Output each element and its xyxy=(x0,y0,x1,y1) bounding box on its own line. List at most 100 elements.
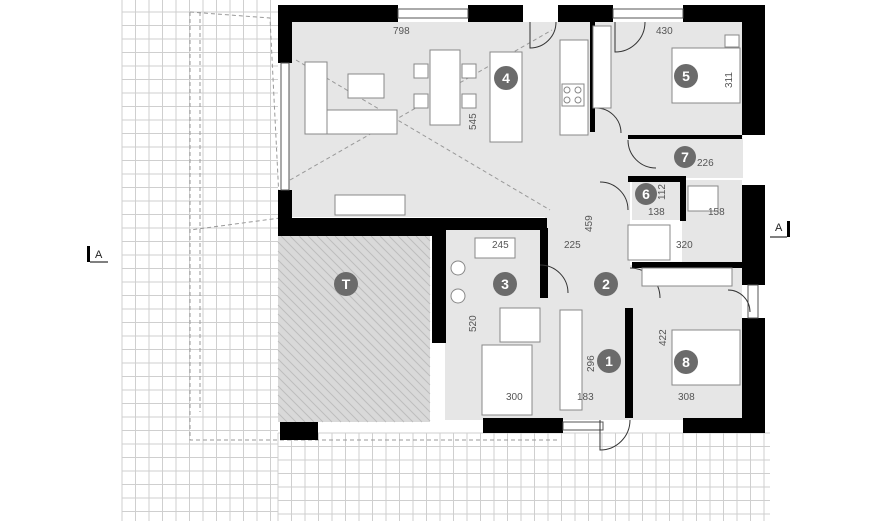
wall-bottom-left xyxy=(483,418,563,433)
terrace xyxy=(277,235,431,423)
hall-floor xyxy=(545,130,630,420)
windows xyxy=(280,8,759,431)
dim-245: 245 xyxy=(492,240,509,251)
wall-bed8-partition xyxy=(625,308,633,418)
burner-4 xyxy=(574,96,582,104)
wall-right-lower xyxy=(742,185,765,285)
chair-4 xyxy=(461,93,477,109)
terrace-hatch-line xyxy=(424,235,431,242)
wall-terrace-corner xyxy=(280,422,318,440)
terrace-hatch-line xyxy=(280,235,431,386)
room-badge-4: 4 xyxy=(494,66,518,90)
room-badge-2-circle xyxy=(594,272,618,296)
door-kitchen xyxy=(529,21,557,49)
utility-stairs xyxy=(627,224,671,261)
terrace-hatch-line xyxy=(277,349,351,423)
wall-bed5-bottom xyxy=(628,135,742,139)
door-wc xyxy=(599,181,629,211)
terrace-hatch-line xyxy=(277,250,431,404)
dim-798: 798 xyxy=(393,26,410,37)
window-bottom xyxy=(562,421,604,431)
dim-225: 225 xyxy=(564,240,581,251)
dim-183: 183 xyxy=(577,392,594,403)
door-bath xyxy=(539,264,569,294)
window-right xyxy=(747,284,759,319)
terrace-hatch-line xyxy=(277,259,431,413)
terrace-hatch-line xyxy=(334,235,431,332)
dim-308: 308 xyxy=(678,392,695,403)
terrace-hatch-line xyxy=(415,235,431,251)
room-badge-7: 7 xyxy=(674,146,696,168)
kitchen-island xyxy=(489,51,523,143)
roof-outline-top xyxy=(189,11,281,231)
room-badge-8-label: 8 xyxy=(682,354,690,370)
nightstand-5a xyxy=(724,34,740,48)
terrace-hatch-line xyxy=(397,235,431,269)
chair-3 xyxy=(461,63,477,79)
terrace-hatch-line xyxy=(277,394,306,423)
door-bed8-wardrobe xyxy=(727,289,751,313)
wall-bath-top xyxy=(432,218,547,230)
wall-top-mid xyxy=(468,5,523,22)
sink-2 xyxy=(450,288,466,304)
section-marker-left-bar xyxy=(87,246,90,262)
terrace-hatch-line xyxy=(277,376,324,423)
bed-5 xyxy=(671,47,741,104)
room-badge-1: 1 xyxy=(597,349,621,373)
terrace-hatch-line xyxy=(277,241,431,395)
terrace-hatch-line xyxy=(277,340,360,423)
room-badge-6-circle xyxy=(635,183,657,205)
tv-cabinet xyxy=(334,194,406,216)
chair-2 xyxy=(413,93,429,109)
room-badge-1-label: 1 xyxy=(605,353,613,369)
chair-1 xyxy=(413,63,429,79)
window-top-1 xyxy=(397,8,469,19)
wardrobe-bed8 xyxy=(641,267,733,287)
wall-top-left xyxy=(278,5,398,22)
roof-outline-line2 xyxy=(295,59,551,211)
wardrobe-hall xyxy=(559,309,583,411)
room-badge-5-label: 5 xyxy=(682,68,690,84)
terrace-hatch-line xyxy=(277,295,405,423)
room-badge-5-circle xyxy=(674,64,698,88)
terrace-hatch-line xyxy=(379,235,431,287)
walls xyxy=(278,5,765,440)
door-entrance xyxy=(599,419,631,451)
room-badge-terrace: T xyxy=(334,272,358,296)
room-badge-4-label: 4 xyxy=(502,70,510,86)
section-marker-right-bar xyxy=(787,221,790,237)
room-badge-8-circle xyxy=(674,350,698,374)
roof-outline-left xyxy=(189,12,560,441)
dim-320: 320 xyxy=(676,240,693,251)
burner-3 xyxy=(563,96,571,104)
room-badge-7-label: 7 xyxy=(681,149,689,165)
terrace-hatch-line xyxy=(277,277,423,423)
dim-430: 430 xyxy=(656,26,673,37)
terrace-hatch-line xyxy=(343,235,431,323)
wall-utility-v xyxy=(680,176,686,221)
door-corridor xyxy=(627,139,657,169)
wall-bottom-right xyxy=(683,418,765,433)
burner-1 xyxy=(563,86,571,94)
section-marker-left-label: A xyxy=(95,249,103,261)
washing-area xyxy=(499,307,541,343)
dining-table xyxy=(429,49,461,126)
sofa-arm xyxy=(304,61,328,135)
dim-545: 545 xyxy=(468,113,479,130)
shower-tray xyxy=(481,344,533,416)
terrace-hatch-line xyxy=(277,268,431,422)
terrace-hatch-line xyxy=(298,235,431,368)
terrace-hatch-line xyxy=(277,367,333,423)
wall-right-bottom xyxy=(742,318,765,433)
wall-left-upper xyxy=(278,5,292,63)
section-markers: A A xyxy=(87,221,790,263)
dim-138: 138 xyxy=(648,207,665,218)
room-badge-terrace-circle xyxy=(334,272,358,296)
bathtub xyxy=(474,237,516,259)
burner-2 xyxy=(574,86,582,94)
room-badge-3-circle xyxy=(493,272,517,296)
window-top-2 xyxy=(612,8,684,19)
room-badge-5: 5 xyxy=(674,64,698,88)
terrace-hatch-line xyxy=(277,286,414,423)
dim-158: 158 xyxy=(708,207,725,218)
